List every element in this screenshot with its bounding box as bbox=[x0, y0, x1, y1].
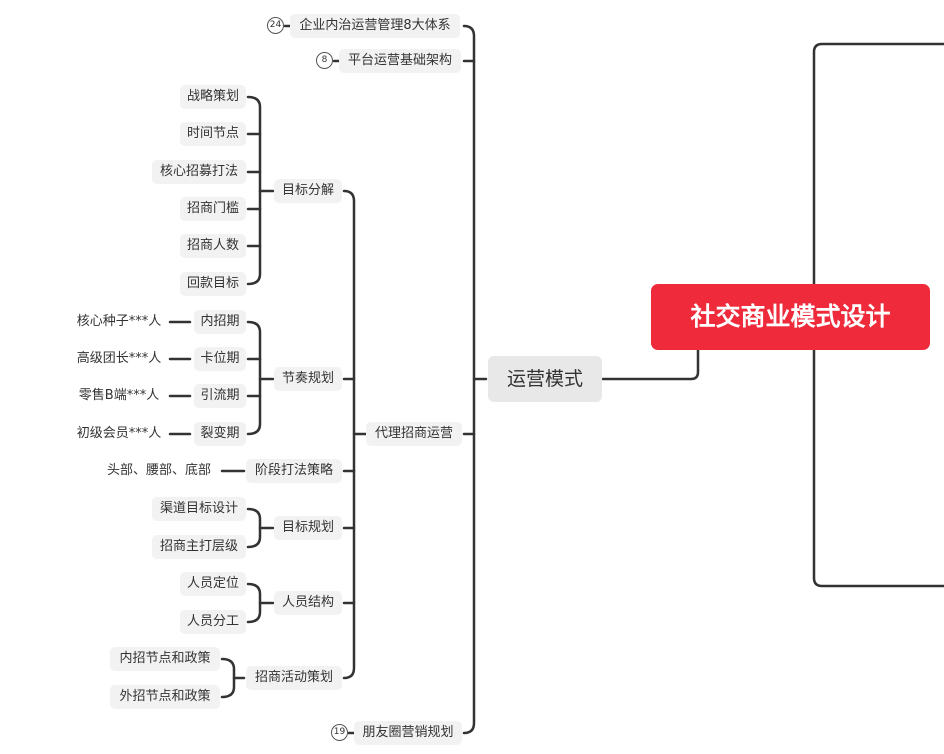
phase-fission[interactable]: 裂变期 bbox=[194, 422, 246, 446]
phase-internal-recruit[interactable]: 内招期 bbox=[194, 310, 246, 334]
topic-platform-architecture[interactable]: 平台运营基础架构 bbox=[339, 49, 461, 73]
subtopic-time-nodes[interactable]: 时间节点 bbox=[180, 122, 246, 146]
subtopic-staff-division[interactable]: 人员分工 bbox=[180, 610, 246, 634]
topic-internal-management[interactable]: 企业内治运营管理8大体系 bbox=[290, 14, 460, 38]
phase-detail-seed[interactable]: 核心种子***人 bbox=[70, 310, 168, 334]
phase-positioning[interactable]: 卡位期 bbox=[194, 347, 246, 371]
root-topic[interactable]: 社交商业模式设计 bbox=[651, 284, 930, 350]
topic-stage-strategy[interactable]: 阶段打法策略 bbox=[246, 459, 342, 483]
subtopic-channel-target-design[interactable]: 渠道目标设计 bbox=[152, 497, 246, 521]
branch-topic-operation-mode[interactable]: 运营模式 bbox=[488, 356, 602, 402]
phase-traffic[interactable]: 引流期 bbox=[194, 384, 246, 408]
subtopic-internal-policy[interactable]: 内招节点和政策 bbox=[110, 647, 220, 671]
stage-strategy-detail[interactable]: 头部、腰部、底部 bbox=[98, 459, 220, 483]
subtopic-recruiting-headcount[interactable]: 招商人数 bbox=[180, 234, 246, 258]
topic-staff-structure[interactable]: 人员结构 bbox=[274, 591, 342, 615]
collapsed-count-badge[interactable]: 19 bbox=[331, 724, 348, 741]
topic-target-breakdown[interactable]: 目标分解 bbox=[274, 179, 342, 203]
collapsed-count-badge[interactable]: 24 bbox=[267, 17, 284, 34]
subtopic-core-recruiting-method[interactable]: 核心招募打法 bbox=[152, 160, 246, 184]
phase-detail-retail[interactable]: 零售B端***人 bbox=[70, 384, 168, 408]
subtopic-payment-target[interactable]: 回款目标 bbox=[180, 272, 246, 296]
subtopic-recruiting-threshold[interactable]: 招商门槛 bbox=[180, 197, 246, 221]
phase-detail-leader[interactable]: 高级团长***人 bbox=[70, 347, 168, 371]
subtopic-external-policy[interactable]: 外招节点和政策 bbox=[110, 685, 220, 709]
topic-moments-marketing[interactable]: 朋友圈营销规划 bbox=[354, 721, 462, 745]
subtopic-main-recruit-level[interactable]: 招商主打层级 bbox=[152, 535, 246, 559]
topic-target-planning[interactable]: 目标规划 bbox=[274, 516, 342, 540]
topic-recruit-campaign[interactable]: 招商活动策划 bbox=[246, 666, 342, 690]
topic-agent-recruitment[interactable]: 代理招商运营 bbox=[366, 422, 462, 446]
collapsed-count-badge[interactable]: 8 bbox=[316, 52, 333, 69]
topic-rhythm-planning[interactable]: 节奏规划 bbox=[274, 367, 342, 391]
subtopic-staff-positioning[interactable]: 人员定位 bbox=[180, 572, 246, 596]
phase-detail-member[interactable]: 初级会员***人 bbox=[70, 422, 168, 446]
subtopic-strategy-planning[interactable]: 战略策划 bbox=[180, 85, 246, 109]
